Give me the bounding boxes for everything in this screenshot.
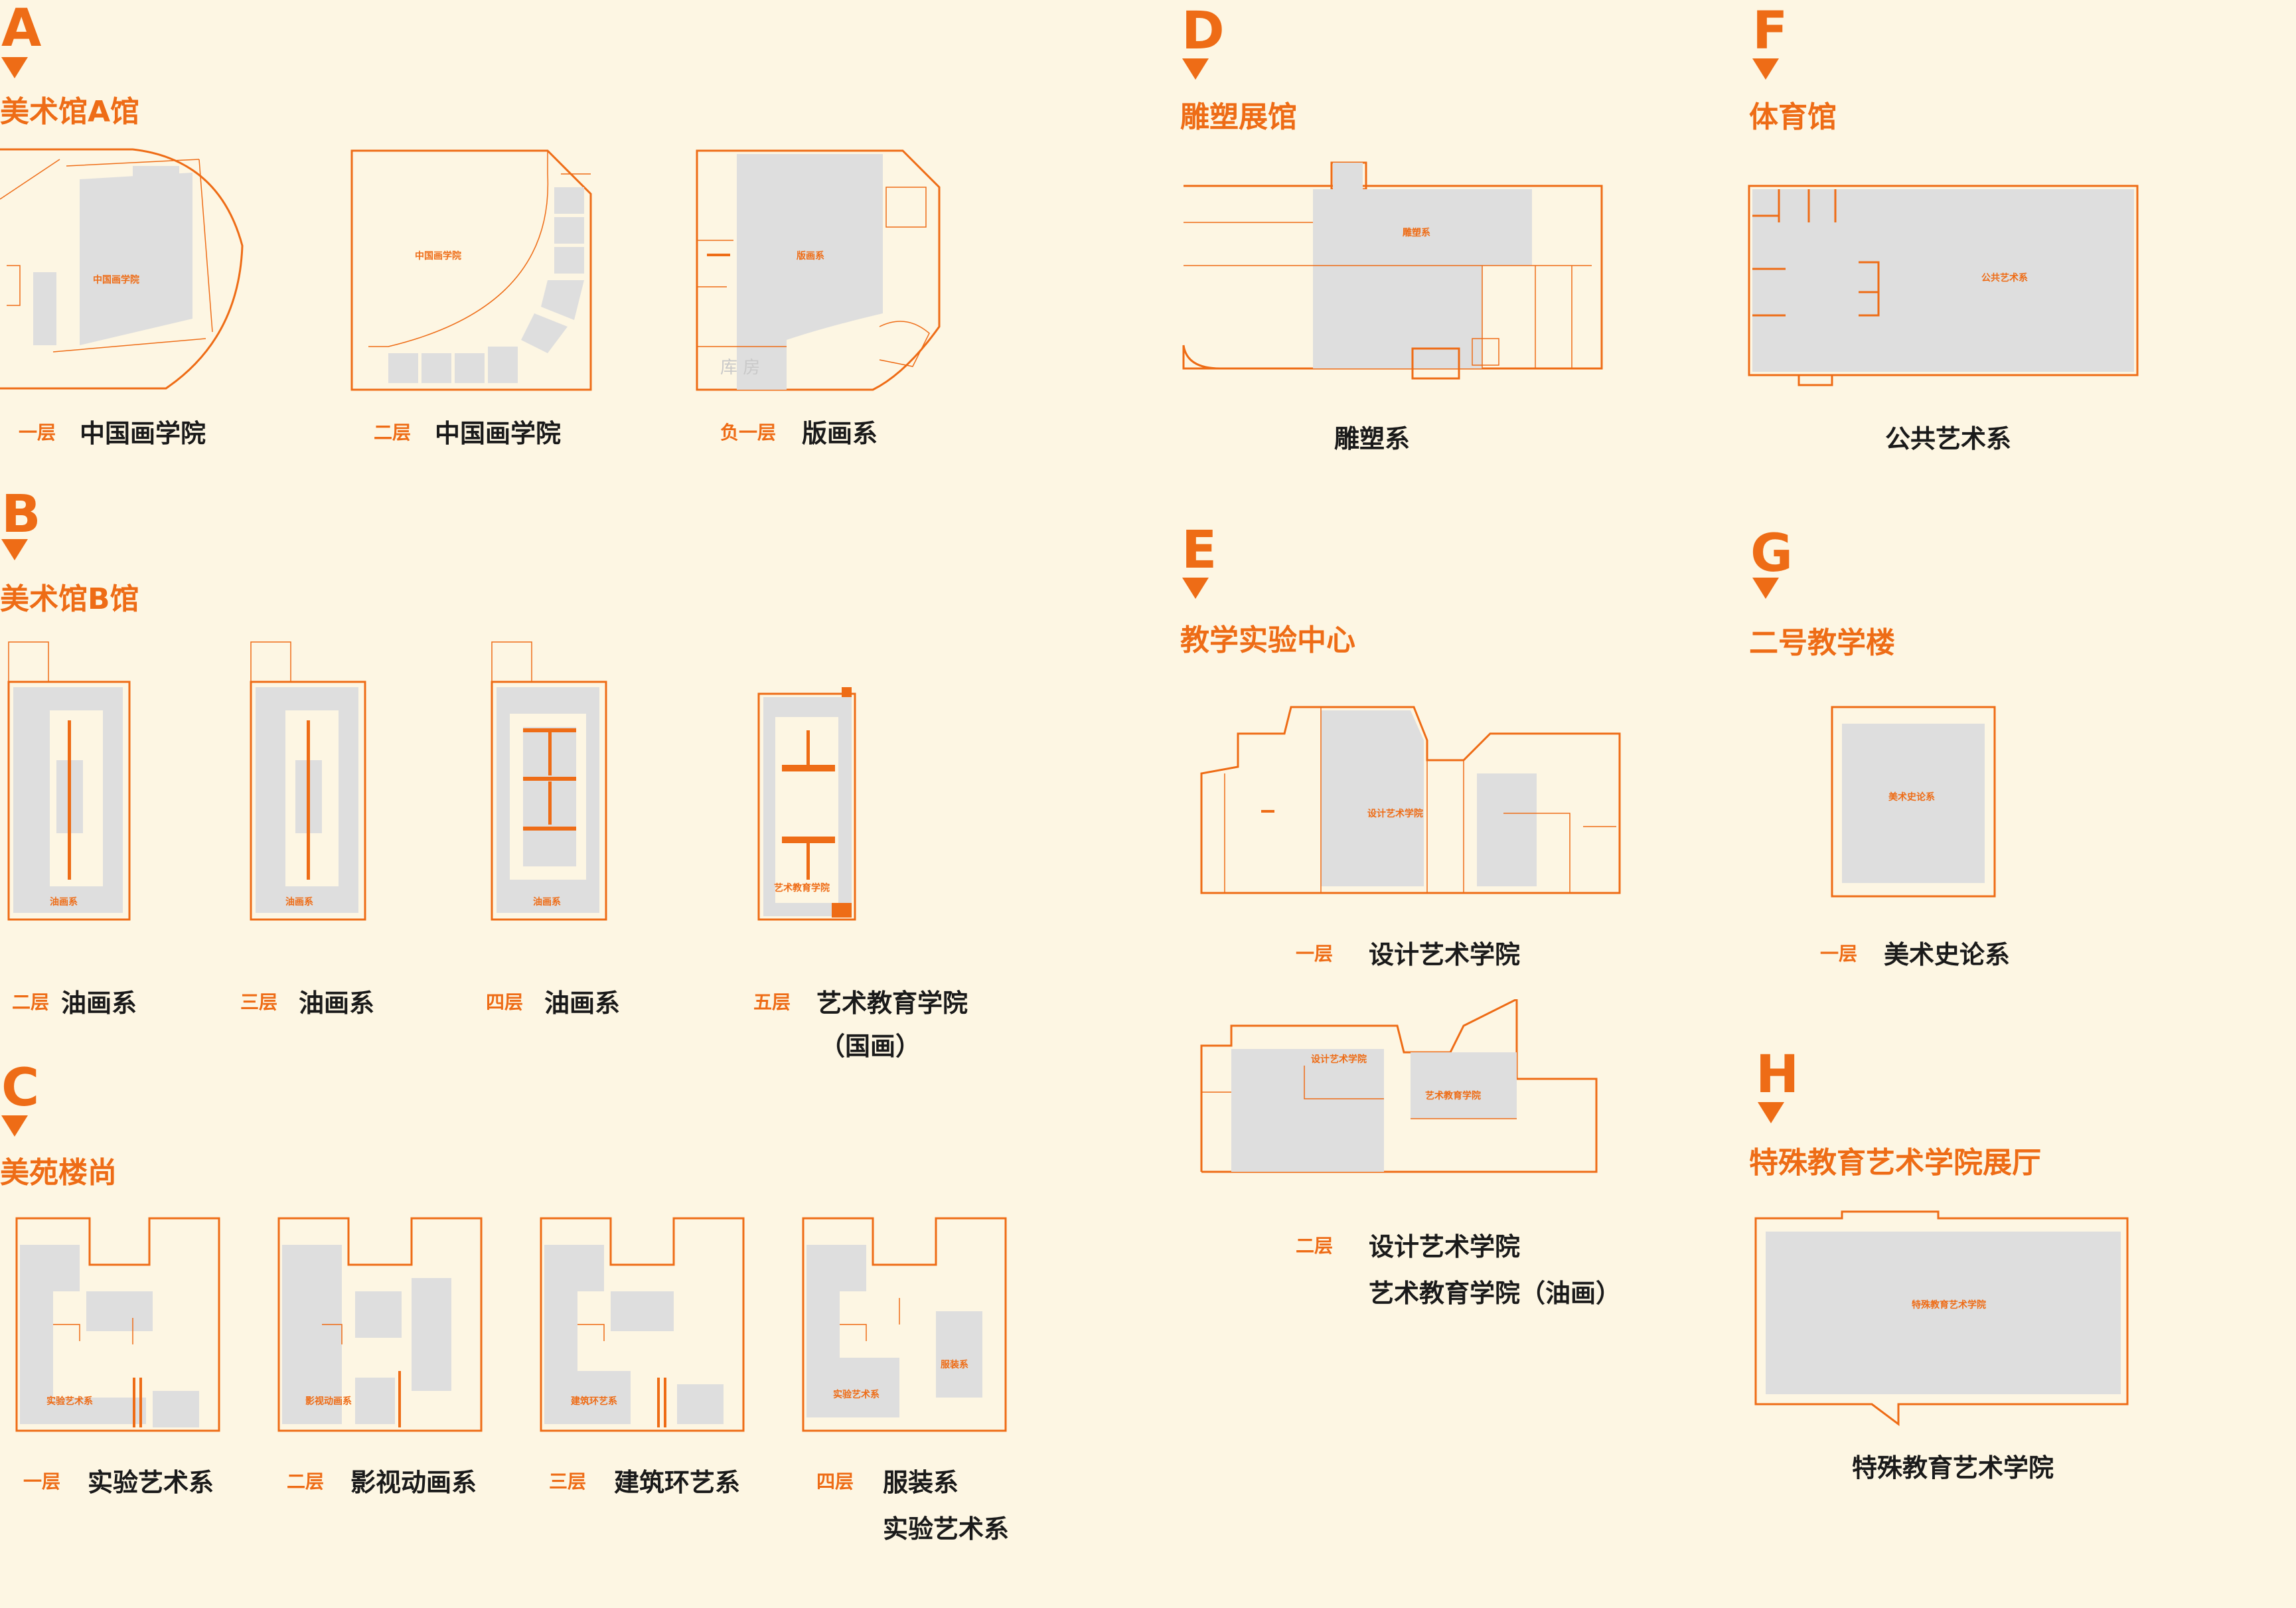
plan-d: 雕塑系 xyxy=(1180,159,1605,385)
plan-b-floor5-room: 艺术教育学院 xyxy=(774,882,830,894)
section-d-letter: D xyxy=(1182,1,1225,61)
plan-e-floor1-room: 设计艺术学院 xyxy=(1367,808,1423,819)
plan-b-floor5: 艺术教育学院 xyxy=(755,684,862,923)
plan-d-room: 雕塑系 xyxy=(1403,227,1430,238)
plan-c-floor4-dept2: 实验艺术系 xyxy=(883,1514,1010,1544)
section-a-arrow-icon xyxy=(1,57,28,78)
plan-e-floor2-room: 设计艺术学院 xyxy=(1311,1054,1367,1065)
section-f-title: 体育馆 xyxy=(1749,100,1837,134)
plan-c-floor1-floor: 一层 xyxy=(23,1471,61,1492)
section-d-title: 雕塑展馆 xyxy=(1180,100,1297,134)
plan-c-floor4-dept: 服装系 xyxy=(883,1468,959,1497)
section-c-letter: C xyxy=(1,1058,40,1118)
section-c-arrow-icon xyxy=(1,1115,28,1137)
plan-c-floor2: 影视动画系 xyxy=(275,1212,485,1437)
plan-a-floor2-dept: 中国画学院 xyxy=(435,419,562,448)
plan-a-floor1-room: 中国画学院 xyxy=(93,274,139,285)
plan-a-floor1: 中国画学院 xyxy=(0,146,249,392)
plan-a-floor1-floor: 一层 xyxy=(19,422,56,443)
plan-b-floor5-floor: 五层 xyxy=(753,991,791,1013)
plan-e-floor2: 设计艺术学院 艺术教育学院 xyxy=(1198,999,1603,1178)
section-e-letter: E xyxy=(1182,521,1217,580)
plan-a-floorB1-room: 版画系 xyxy=(797,250,824,262)
plan-b-floor3-room: 油画系 xyxy=(285,896,313,908)
plan-a-floorB1-dept: 版画系 xyxy=(802,419,878,448)
plan-b-floor5-dept2: （国画） xyxy=(820,1032,921,1061)
plan-c-floor1: 实验艺术系 xyxy=(13,1212,222,1437)
plan-g: 美术史论系 xyxy=(1829,704,2001,903)
plan-e-floor2-dept: 设计艺术学院 xyxy=(1369,1232,1521,1261)
section-h-title: 特殊教育艺术学院展厅 xyxy=(1749,1146,2041,1180)
section-g-arrow-icon xyxy=(1752,578,1779,599)
plan-c-floor1-dept: 实验艺术系 xyxy=(88,1468,214,1497)
plan-b-floor3-dept: 油画系 xyxy=(299,989,375,1018)
section-g-letter: G xyxy=(1750,524,1794,584)
section-g-title: 二号教学楼 xyxy=(1749,626,1895,660)
plan-c-floor2-room: 影视动画系 xyxy=(305,1396,352,1407)
plan-a-floorB1: 库 房 版画系 xyxy=(694,147,943,393)
plan-h: 特殊教育艺术学院 xyxy=(1752,1205,2131,1427)
plan-e-floor2-room2: 艺术教育学院 xyxy=(1425,1090,1481,1101)
plan-h-dept: 特殊教育艺术学院 xyxy=(1852,1453,2054,1483)
plan-b-floor5-dept: 艺术教育学院 xyxy=(816,989,968,1018)
section-h-letter: H xyxy=(1756,1045,1799,1105)
plan-g-room: 美术史论系 xyxy=(1888,791,1935,803)
plan-a-floor2: 中国画学院 xyxy=(348,147,594,393)
plan-a-floorB1-storage: 库 房 xyxy=(720,358,760,378)
section-f-letter: F xyxy=(1752,1,1788,61)
section-b-arrow-icon xyxy=(1,539,28,560)
plan-c-floor3-floor: 三层 xyxy=(549,1471,587,1492)
plan-a-floorB1-floor: 负一层 xyxy=(720,422,777,443)
section-f-arrow-icon xyxy=(1752,58,1779,80)
plan-d-dept: 雕塑系 xyxy=(1334,424,1411,453)
plan-e-floor1-floor: 一层 xyxy=(1296,943,1334,965)
section-a-title: 美术馆A馆 xyxy=(0,95,140,129)
section-c-title: 美苑楼尚 xyxy=(0,1156,117,1190)
plan-b-floor3-floor: 三层 xyxy=(240,991,278,1013)
plan-b-floor4: 油画系 xyxy=(487,641,616,926)
section-h-arrow-icon xyxy=(1758,1102,1784,1123)
plan-c-floor4: 实验艺术系 服装系 xyxy=(800,1212,1009,1437)
section-a-letter: A xyxy=(1,0,42,58)
plan-c-floor3-room: 建筑环艺系 xyxy=(571,1396,617,1407)
plan-b-floor3: 油画系 xyxy=(246,641,375,926)
plan-b-floor2-room: 油画系 xyxy=(50,896,78,908)
plan-f-dept: 公共艺术系 xyxy=(1885,424,2012,453)
plan-h-room: 特殊教育艺术学院 xyxy=(1912,1299,1986,1311)
plan-e-floor2-dept2: 艺术教育学院（油画） xyxy=(1369,1279,1622,1308)
plan-c-floor2-floor: 二层 xyxy=(287,1471,325,1492)
plan-c-floor4-floor: 四层 xyxy=(816,1471,854,1492)
plan-b-floor2-floor: 二层 xyxy=(12,991,50,1013)
plan-g-dept: 美术史论系 xyxy=(1884,940,2011,969)
plan-g-floor: 一层 xyxy=(1820,943,1858,965)
section-b-letter: B xyxy=(1,485,41,544)
plan-e-floor1: 设计艺术学院 xyxy=(1198,700,1623,900)
plan-c-floor2-dept: 影视动画系 xyxy=(350,1468,477,1497)
plan-a-floor2-room: 中国画学院 xyxy=(415,250,461,262)
section-b-title: 美术馆B馆 xyxy=(0,582,139,616)
plan-f: 公共艺术系 xyxy=(1746,183,2141,388)
section-e-title: 教学实验中心 xyxy=(1180,623,1355,657)
plan-b-floor4-room: 油画系 xyxy=(533,896,561,908)
section-e-arrow-icon xyxy=(1182,578,1209,599)
section-d-arrow-icon xyxy=(1182,58,1209,80)
plan-b-floor4-floor: 四层 xyxy=(486,991,524,1013)
plan-a-floor2-floor: 二层 xyxy=(374,422,412,443)
plan-b-floor2-dept: 油画系 xyxy=(61,989,137,1018)
plan-a-floor1-dept: 中国画学院 xyxy=(80,419,206,448)
plan-b-floor4-dept: 油画系 xyxy=(544,989,621,1018)
plan-e-floor1-dept: 设计艺术学院 xyxy=(1369,940,1521,969)
plan-c-floor3: 建筑环艺系 xyxy=(538,1212,747,1437)
plan-c-floor1-room: 实验艺术系 xyxy=(46,1396,93,1407)
plan-c-floor3-dept: 建筑环艺系 xyxy=(614,1468,741,1497)
plan-b-floor2: 油画系 xyxy=(3,641,133,926)
plan-c-floor4-room2: 服装系 xyxy=(941,1359,968,1370)
plan-c-floor4-room: 实验艺术系 xyxy=(833,1389,880,1400)
plan-f-room: 公共艺术系 xyxy=(1981,272,2028,283)
plan-e-floor2-floor: 二层 xyxy=(1296,1235,1334,1257)
